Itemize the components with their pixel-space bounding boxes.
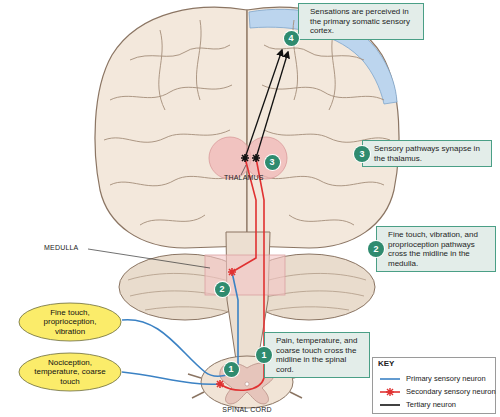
legend-sample bbox=[379, 387, 401, 397]
tertiary-neuron bbox=[245, 50, 288, 158]
node-text: Fine touch, proprioception, vibration bbox=[32, 308, 108, 336]
legend-sample bbox=[379, 400, 401, 410]
primary-neuron bbox=[122, 272, 238, 376]
callout-number: 3 bbox=[265, 155, 280, 170]
cerebral-hemisphere bbox=[95, 7, 399, 248]
ellipse-outline bbox=[19, 303, 121, 341]
leader-line bbox=[88, 249, 210, 268]
thalamus bbox=[209, 137, 287, 179]
callout-number: 1 bbox=[256, 347, 272, 363]
leader-line bbox=[241, 165, 246, 175]
legend-sample bbox=[379, 374, 401, 384]
legend-line bbox=[380, 404, 400, 406]
synapse-star bbox=[216, 380, 224, 388]
legend-title: KEY bbox=[378, 359, 394, 368]
brain-gyri bbox=[110, 175, 232, 186]
node-text: Sensory pathways synapse in the thalamus… bbox=[374, 144, 486, 163]
callout-number: 4 bbox=[284, 31, 299, 46]
structure-label: THALAMUS bbox=[224, 174, 264, 181]
node-text: Nociception, temperature, coarse touch bbox=[32, 358, 108, 386]
primary-neuron bbox=[122, 372, 220, 384]
cerebral-hemisphere bbox=[95, 7, 247, 248]
brain-gyri bbox=[262, 175, 384, 186]
callout-number: 3 bbox=[354, 146, 370, 162]
stimulus-ellipse: Nociception, temperature, coarse touch bbox=[18, 352, 122, 392]
brain-gyri bbox=[110, 85, 232, 100]
legend-star bbox=[386, 388, 394, 396]
cerebral-hemisphere bbox=[247, 7, 399, 248]
callout-box: 2Fine touch, vibration, and propriocepti… bbox=[376, 226, 496, 272]
synapse-star bbox=[241, 154, 249, 162]
leader-line bbox=[88, 165, 246, 268]
node-text: Pain, temperature, and coarse touch cros… bbox=[276, 336, 364, 374]
node-text: Sensations are perceived in the primary … bbox=[310, 7, 418, 36]
legend-row: Secondary sensory neuron bbox=[379, 385, 491, 398]
thalamus bbox=[245, 137, 287, 179]
synapse-star bbox=[252, 154, 260, 162]
spinal-cord-section bbox=[245, 382, 249, 386]
tertiary-neuron bbox=[245, 50, 282, 158]
legend-row: Primary sensory neuron bbox=[379, 372, 491, 385]
callout-number: 2 bbox=[368, 241, 384, 257]
brain-gyri bbox=[140, 215, 205, 225]
brain-gyri bbox=[104, 130, 230, 142]
structure-label: MEDULLA bbox=[44, 244, 78, 251]
legend-text: Tertiary neuron bbox=[406, 400, 456, 409]
callout-number: 2 bbox=[215, 282, 230, 297]
callout-box: Sensations are perceived in the primary … bbox=[298, 3, 424, 40]
synapse-star bbox=[216, 154, 260, 388]
legend-text: Secondary sensory neuron bbox=[406, 387, 496, 396]
brain-gyri bbox=[247, 10, 248, 140]
primary-neuron bbox=[122, 272, 238, 384]
legend-row: Tertiary neuron bbox=[379, 398, 491, 411]
callout-box: 1Pain, temperature, and coarse touch cro… bbox=[264, 332, 370, 378]
node-text: Fine touch, vibration, and proprioceptio… bbox=[388, 230, 490, 268]
callout-box: 3Sensory pathways synapse in the thalamu… bbox=[362, 140, 492, 167]
brain-gyri bbox=[104, 10, 390, 225]
thalamus bbox=[209, 137, 251, 179]
brain-gyri bbox=[130, 45, 230, 60]
stimulus-ellipse: Fine touch, proprioception, vibration bbox=[18, 302, 122, 342]
structure-label: SPINAL CORD bbox=[207, 406, 287, 413]
synapse-star bbox=[228, 268, 236, 276]
legend-line bbox=[380, 378, 400, 380]
tertiary-neuron bbox=[256, 52, 288, 158]
legend-text: Primary sensory neuron bbox=[406, 374, 486, 383]
ellipse-outline bbox=[19, 353, 121, 391]
callout-number: 1 bbox=[224, 362, 239, 377]
brain-gyri bbox=[159, 30, 165, 110]
brain-gyri bbox=[289, 215, 354, 225]
brain-gyri bbox=[196, 20, 201, 100]
brain-gyri bbox=[329, 30, 335, 110]
brain-gyri bbox=[262, 85, 384, 100]
